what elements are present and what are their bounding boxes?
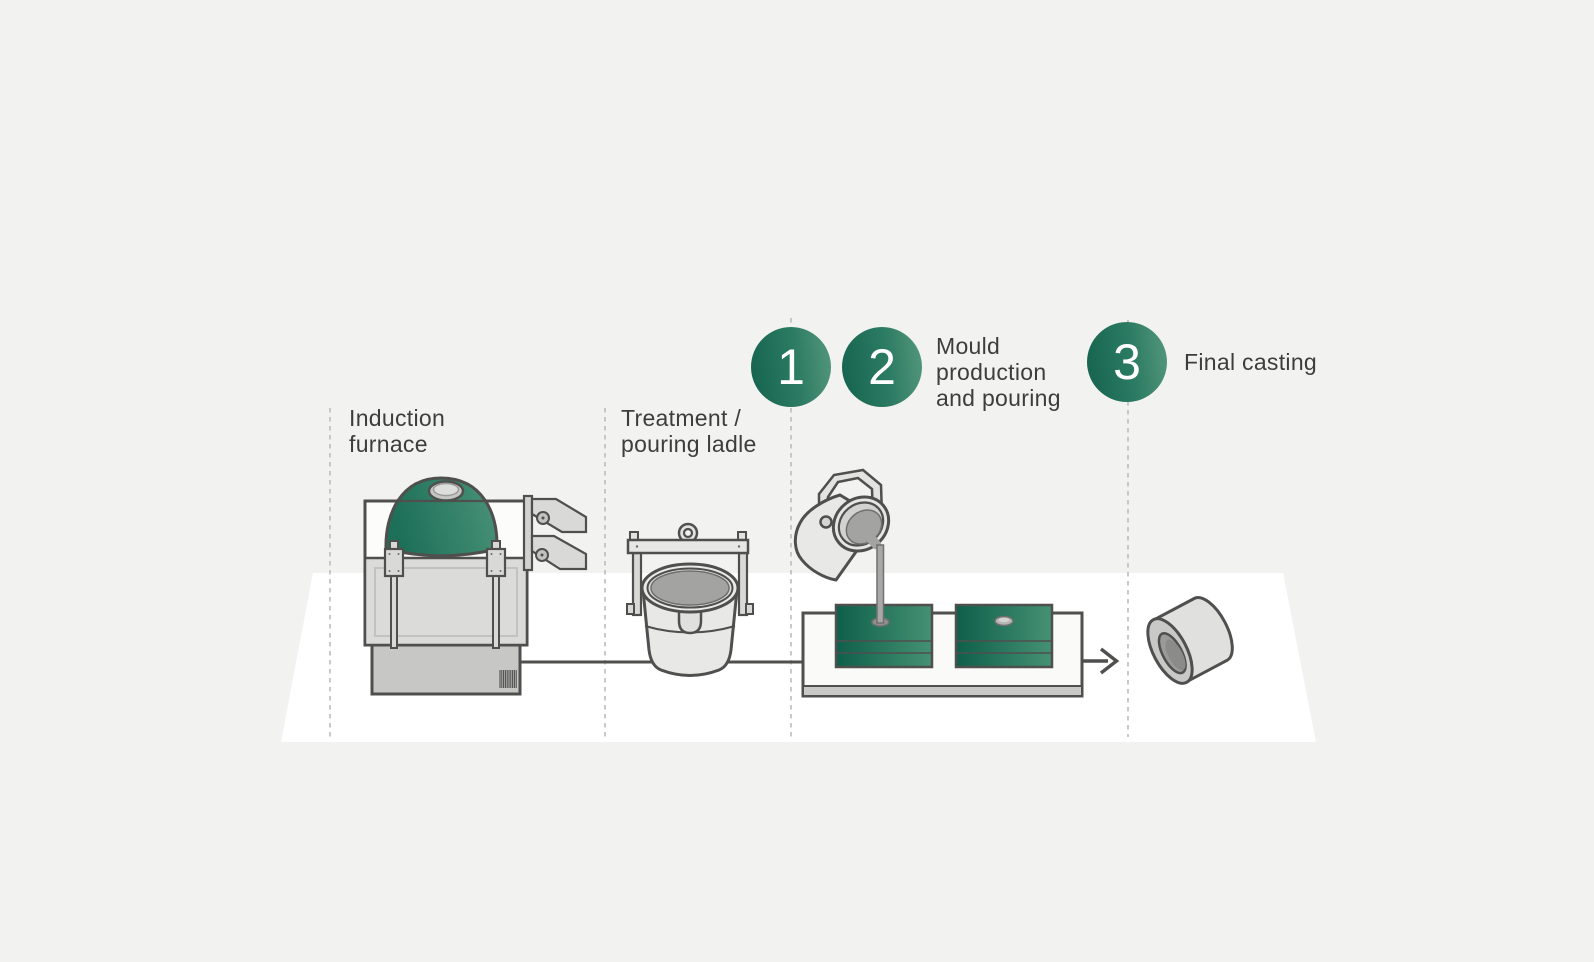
step-badge-3: 3	[1087, 322, 1167, 402]
station-label-treatment-pouring-ladle: Treatment / pouring ladle	[621, 405, 757, 457]
dashed-separators	[329, 318, 1129, 737]
station-label-line: Treatment /	[621, 405, 742, 431]
step-label-final-casting: Final casting	[1184, 349, 1317, 375]
mould-boxes-icon	[801, 603, 1084, 698]
step-number: 2	[868, 339, 896, 395]
step-badge-2: 2	[842, 327, 922, 407]
step-badge-1: 1	[751, 327, 831, 407]
step-label-line: Final casting	[1184, 349, 1318, 375]
induction-furnace-icon	[363, 476, 588, 696]
step-label-line: production	[936, 359, 1047, 385]
station-label-line: pouring ladle	[621, 431, 757, 457]
station-label-line: Induction	[349, 405, 446, 431]
pouring-ladle-icon	[793, 468, 891, 624]
step-number: 3	[1113, 334, 1141, 390]
step-label-line: and pouring	[936, 385, 1061, 411]
furnace-strap-left	[383, 540, 405, 649]
station-label-induction-furnace: Induction furnace	[349, 405, 445, 457]
flow-arrow-icon	[1082, 647, 1120, 675]
step-label-line: Mould	[936, 333, 1001, 359]
step-number: 1	[777, 339, 805, 395]
molten-metal-stream	[876, 544, 885, 624]
step-label-mould-production: Mould production and pouring	[936, 333, 1061, 411]
furnace-tilt-arm	[522, 494, 588, 572]
treatment-ladle-icon	[626, 522, 754, 677]
station-label-line: furnace	[349, 431, 428, 457]
final-casting-ring-icon	[1146, 596, 1234, 685]
furnace-strap-right	[485, 540, 507, 649]
